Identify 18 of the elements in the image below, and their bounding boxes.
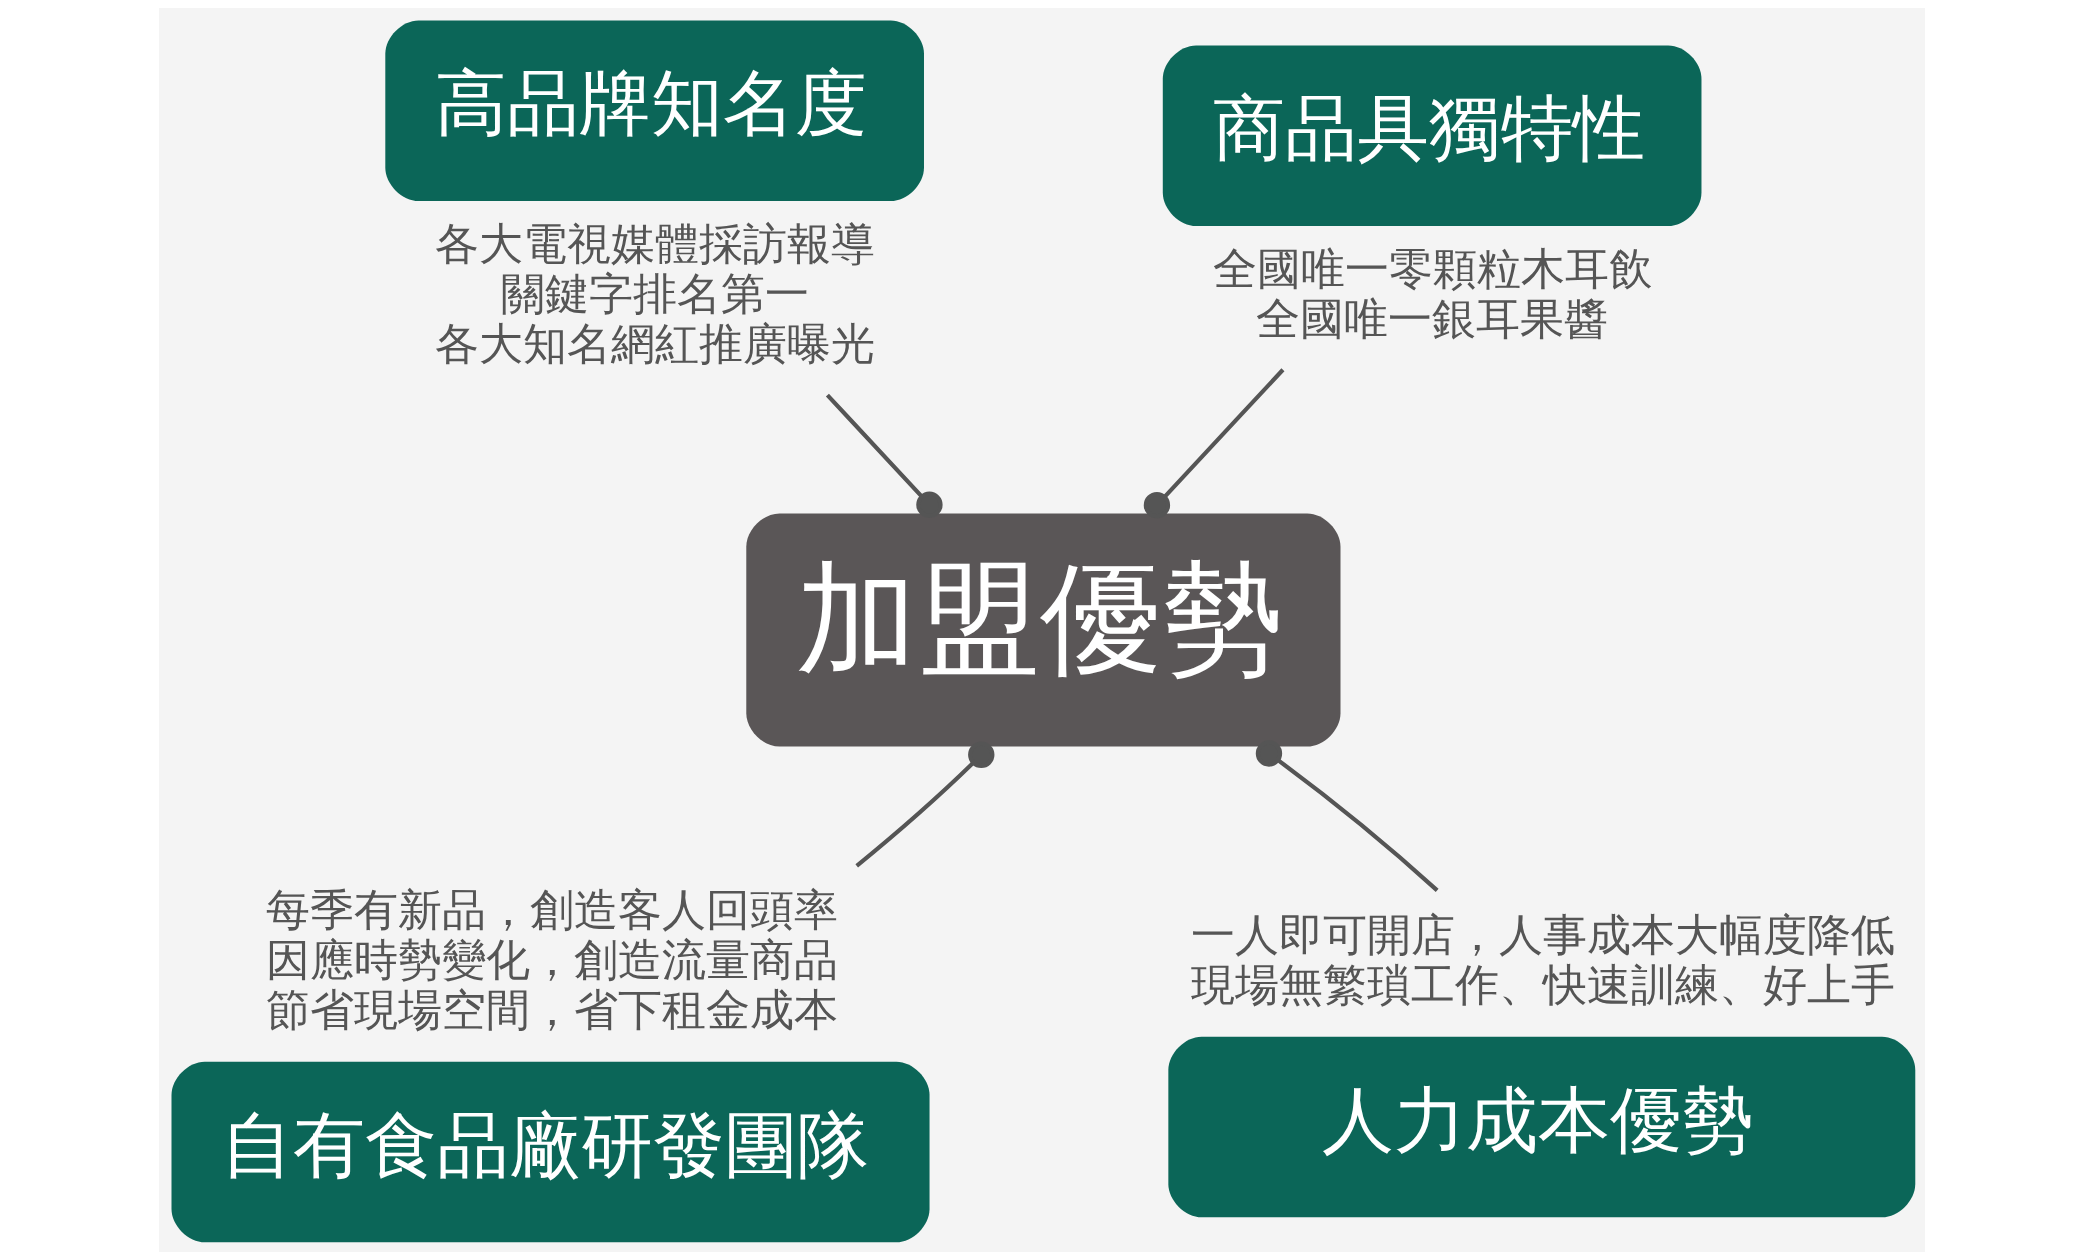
node-label: 因應時勢變化，創造流量商品 bbox=[265, 934, 838, 986]
node-label: 各大知名網紅推廣曝光 bbox=[435, 317, 876, 369]
node-label: 節省現場空間，省下租金成本 bbox=[265, 984, 838, 1036]
node-box: 加盟優勢 bbox=[746, 513, 1341, 747]
connector bbox=[825, 393, 943, 518]
connector bbox=[1255, 740, 1439, 892]
node-label: 關鍵字排名第一 bbox=[500, 267, 809, 319]
node-box: 商品具獨特性 bbox=[1162, 45, 1702, 226]
node-label: 全國唯一零顆粒木耳飲 bbox=[1212, 242, 1653, 294]
node-box: 人力成本優勢 bbox=[1168, 1036, 1916, 1218]
connector bbox=[1143, 368, 1285, 519]
node-label: 全國唯一銀耳果醬 bbox=[1255, 292, 1608, 344]
node-label: 現場無繁瑣工作、快速訓練、好上手 bbox=[1190, 959, 1895, 1011]
node-label: 各大電視媒體採訪報導 bbox=[435, 217, 876, 269]
node-label: 每季有新品，創造客人回頭率 bbox=[265, 884, 838, 936]
node-box: 高品牌知名度 bbox=[385, 20, 924, 201]
node-box: 自有食品廠研發團隊 bbox=[171, 1061, 930, 1243]
node-label: 一人即可開店，人事成本大幅度降低 bbox=[1190, 909, 1895, 961]
